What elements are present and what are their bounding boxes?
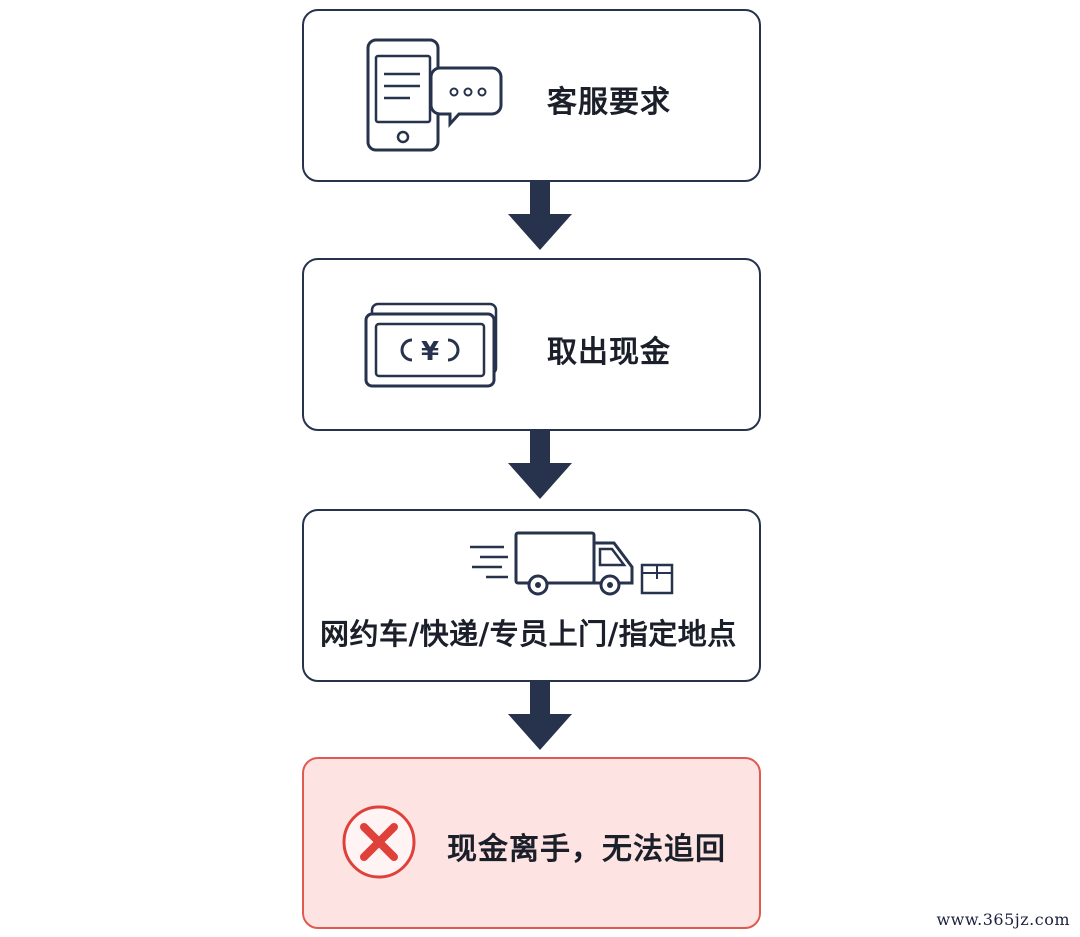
phone-chat-icon bbox=[366, 38, 503, 152]
step-label-withdraw-cash: 取出现金 bbox=[547, 335, 671, 370]
cash-icon: ¥ bbox=[364, 302, 498, 388]
down-arrow-icon bbox=[508, 182, 572, 250]
step-label-customer-service: 客服要求 bbox=[547, 85, 671, 120]
step-label-cash-lost: 现金离手，无法追回 bbox=[447, 832, 726, 867]
down-arrow-icon bbox=[508, 682, 572, 750]
down-arrow-icon bbox=[508, 431, 572, 499]
watermark: www.365jz.com bbox=[936, 910, 1070, 929]
yuan-symbol: ¥ bbox=[421, 337, 439, 367]
x-circle-icon bbox=[342, 805, 416, 879]
step-box-customer-service bbox=[302, 9, 761, 182]
step-label-delivery: 网约车/快递/专员上门/指定地点 bbox=[320, 617, 737, 651]
delivery-truck-icon bbox=[470, 531, 674, 596]
